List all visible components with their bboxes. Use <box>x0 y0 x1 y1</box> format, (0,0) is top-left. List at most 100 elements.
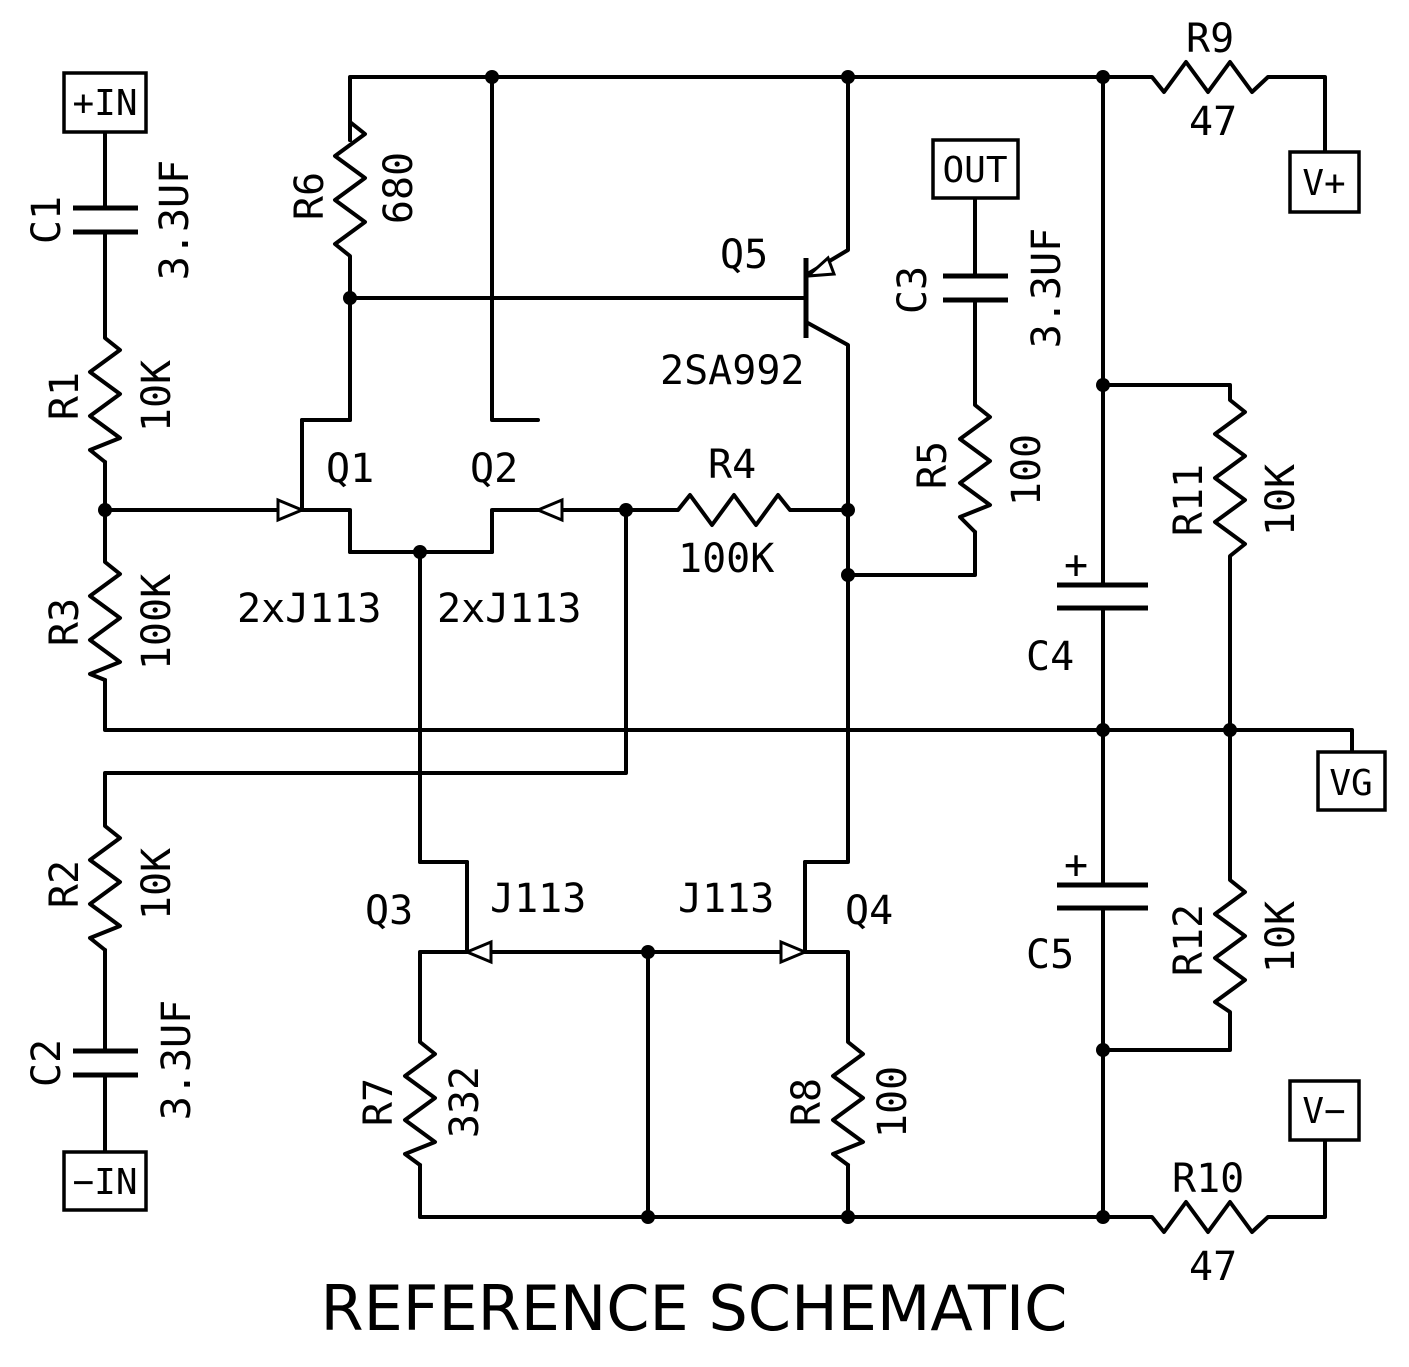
r1-value: 10K <box>134 360 180 432</box>
junction-dot <box>1096 723 1110 737</box>
q2-value: 2xJ113 <box>437 586 582 632</box>
q4-value: J113 <box>678 876 774 922</box>
r10-value: 47 <box>1189 1244 1237 1290</box>
r5-value: 100 <box>1004 434 1050 506</box>
wire-r2-feed <box>103 508 628 820</box>
resistor-r3 <box>88 553 122 682</box>
r6-ref: R6 <box>287 172 333 220</box>
junction-dot <box>1096 1210 1110 1224</box>
c4-ref: C4 <box>1026 634 1074 680</box>
wire-top-rail <box>348 75 1147 142</box>
q5-value: 2SA992 <box>660 348 805 394</box>
wires <box>103 75 1354 1219</box>
r9-value: 47 <box>1189 99 1237 145</box>
resistor-r8 <box>831 1033 865 1167</box>
resistor-r12 <box>1213 871 1247 1022</box>
q4-ref: Q4 <box>845 888 893 934</box>
r11-value: 10K <box>1258 464 1304 536</box>
capacitor-c3 <box>943 273 1008 303</box>
resistor-r6 <box>333 120 367 264</box>
terminals: +IN −IN OUT V+ V− VG <box>62 71 1387 1212</box>
junction-dot <box>841 1210 855 1224</box>
r7-value: 332 <box>442 1066 488 1138</box>
q3-value: J113 <box>490 876 586 922</box>
junction-dot <box>1096 378 1110 392</box>
c3-ref: C3 <box>890 266 936 314</box>
junction-dot <box>413 545 427 559</box>
wire-q5-emitter <box>804 75 850 277</box>
junction-dot <box>485 70 499 84</box>
resistors <box>88 60 1282 1234</box>
terminal-in-plus: +IN <box>62 71 148 134</box>
capacitor-c1 <box>73 205 138 235</box>
resistor-r2 <box>88 816 122 952</box>
terminal-in-minus: −IN <box>62 1150 148 1212</box>
wire-r11-top <box>1101 383 1232 395</box>
schematic-title: REFERENCE SCHEMATIC <box>321 1272 1068 1345</box>
r1-ref: R1 <box>42 372 88 420</box>
r8-value: 100 <box>870 1066 916 1138</box>
terminal-in-minus-label: −IN <box>72 1162 137 1203</box>
junction-dot <box>1096 1043 1110 1057</box>
q1-value: 2xJ113 <box>237 586 382 632</box>
junction-dot <box>841 568 855 582</box>
c1-ref: C1 <box>24 196 70 244</box>
r6-value: 680 <box>376 152 422 224</box>
junction-dot <box>841 503 855 517</box>
terminal-out-label: OUT <box>942 150 1007 191</box>
terminal-v-minus-label: V− <box>1302 1091 1345 1132</box>
junctions <box>98 70 1237 1224</box>
c5-plus: + <box>1064 842 1088 888</box>
terminal-v-plus-label: V+ <box>1302 163 1345 204</box>
terminal-vg: VG <box>1316 750 1387 812</box>
q5-emitter-arrow <box>803 255 837 278</box>
resistor-r4 <box>668 493 802 527</box>
junction-dot <box>1223 723 1237 737</box>
c1-value: 3.3UF <box>152 160 198 280</box>
junction-dot <box>343 291 357 305</box>
c5-ref: C5 <box>1026 932 1074 978</box>
resistor-r10 <box>1143 1200 1282 1234</box>
resistor-r11 <box>1213 391 1247 567</box>
terminal-in-plus-label: +IN <box>72 83 137 124</box>
junction-dot <box>619 503 633 517</box>
wire-q3-source <box>418 950 469 1037</box>
r7-ref: R7 <box>356 1078 402 1126</box>
transistors <box>276 255 837 965</box>
junction-dot <box>641 945 655 959</box>
wire-vg-rail <box>103 678 1354 754</box>
q3-gate-arrow <box>463 939 493 965</box>
resistor-r9 <box>1143 60 1282 94</box>
terminal-v-plus: V+ <box>1288 150 1361 214</box>
capacitor-c2 <box>73 1048 138 1078</box>
wire-q2-source <box>490 508 540 554</box>
r11-ref: R11 <box>1166 464 1212 536</box>
wire-r9-to-vplus <box>1278 75 1327 154</box>
wire-r5-to-node <box>846 530 977 577</box>
resistor-r1 <box>88 328 122 464</box>
r5-ref: R5 <box>910 441 956 489</box>
wire-r12-bottom <box>1101 1018 1232 1052</box>
r12-value: 10K <box>1258 901 1304 973</box>
junction-dot <box>841 70 855 84</box>
q3-ref: Q3 <box>365 888 413 934</box>
r4-ref: R4 <box>708 442 756 488</box>
junction-dot <box>1096 70 1110 84</box>
c3-value: 3.3UF <box>1024 228 1070 348</box>
component-labels: C1 3.3UF R1 10K R3 100K R2 10K C2 3.3UF … <box>24 16 1304 1290</box>
c4-plus: + <box>1064 542 1088 588</box>
c2-ref: C2 <box>24 1039 70 1087</box>
r10-ref: R10 <box>1172 1156 1244 1202</box>
r8-ref: R8 <box>784 1078 830 1126</box>
terminal-v-minus: V− <box>1288 1079 1361 1142</box>
wire-r10-to-vminus <box>1278 1138 1327 1219</box>
wire-q2-drain <box>490 75 540 422</box>
resistor-r7 <box>403 1033 437 1167</box>
q5-ref: Q5 <box>720 232 768 278</box>
q2-gate-arrow <box>534 497 564 523</box>
q4-gate-arrow <box>779 939 809 965</box>
q1-gate-arrow <box>276 497 306 523</box>
r9-ref: R9 <box>1186 16 1234 62</box>
r3-ref: R3 <box>42 598 88 646</box>
